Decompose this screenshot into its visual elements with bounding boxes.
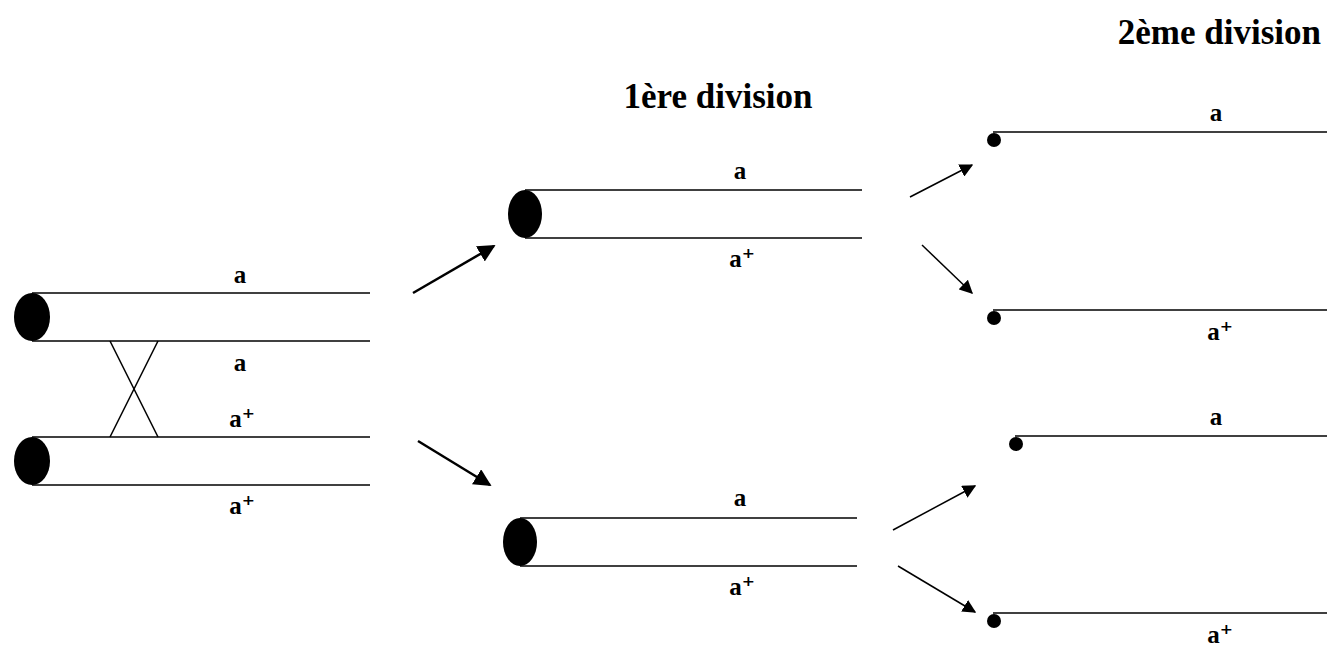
division-arrow [922, 245, 972, 293]
chromosome [32, 437, 370, 485]
allele-label: a [234, 262, 247, 287]
division-arrow [418, 441, 490, 485]
centromere [987, 614, 1001, 628]
crossing-over [110, 341, 158, 437]
chromosome [520, 518, 857, 566]
chromosome [525, 190, 862, 238]
centromere [14, 293, 50, 341]
allele-label: a⁺ [1207, 622, 1233, 647]
allele-label: a⁺ [729, 246, 755, 271]
allele-label: a⁺ [229, 406, 255, 431]
allele-label: a [1210, 404, 1223, 429]
allele-label: a [234, 350, 247, 375]
allele-label: a [734, 158, 747, 183]
centromere [503, 518, 537, 566]
chromosome [32, 293, 370, 341]
division-arrow [893, 486, 975, 530]
allele-label: a [734, 485, 747, 510]
centromere [987, 311, 1001, 325]
centromere [987, 133, 1001, 147]
allele-label: a⁺ [229, 493, 255, 518]
chromatid [993, 131, 1327, 133]
division-heading: 2ème division [1118, 15, 1321, 50]
chromatid [993, 309, 1327, 311]
allele-label: a⁺ [1207, 319, 1233, 344]
division-arrow [413, 246, 494, 293]
chromatid [1015, 435, 1327, 437]
division-arrow [910, 165, 972, 197]
centromere [508, 190, 542, 238]
allele-label: a [1210, 100, 1223, 125]
centromere [14, 437, 50, 485]
chromatid [993, 612, 1327, 614]
centromere [1009, 437, 1023, 451]
allele-label: a⁺ [729, 574, 755, 599]
division-arrow [898, 566, 975, 612]
division-heading: 1ère division [624, 79, 813, 114]
